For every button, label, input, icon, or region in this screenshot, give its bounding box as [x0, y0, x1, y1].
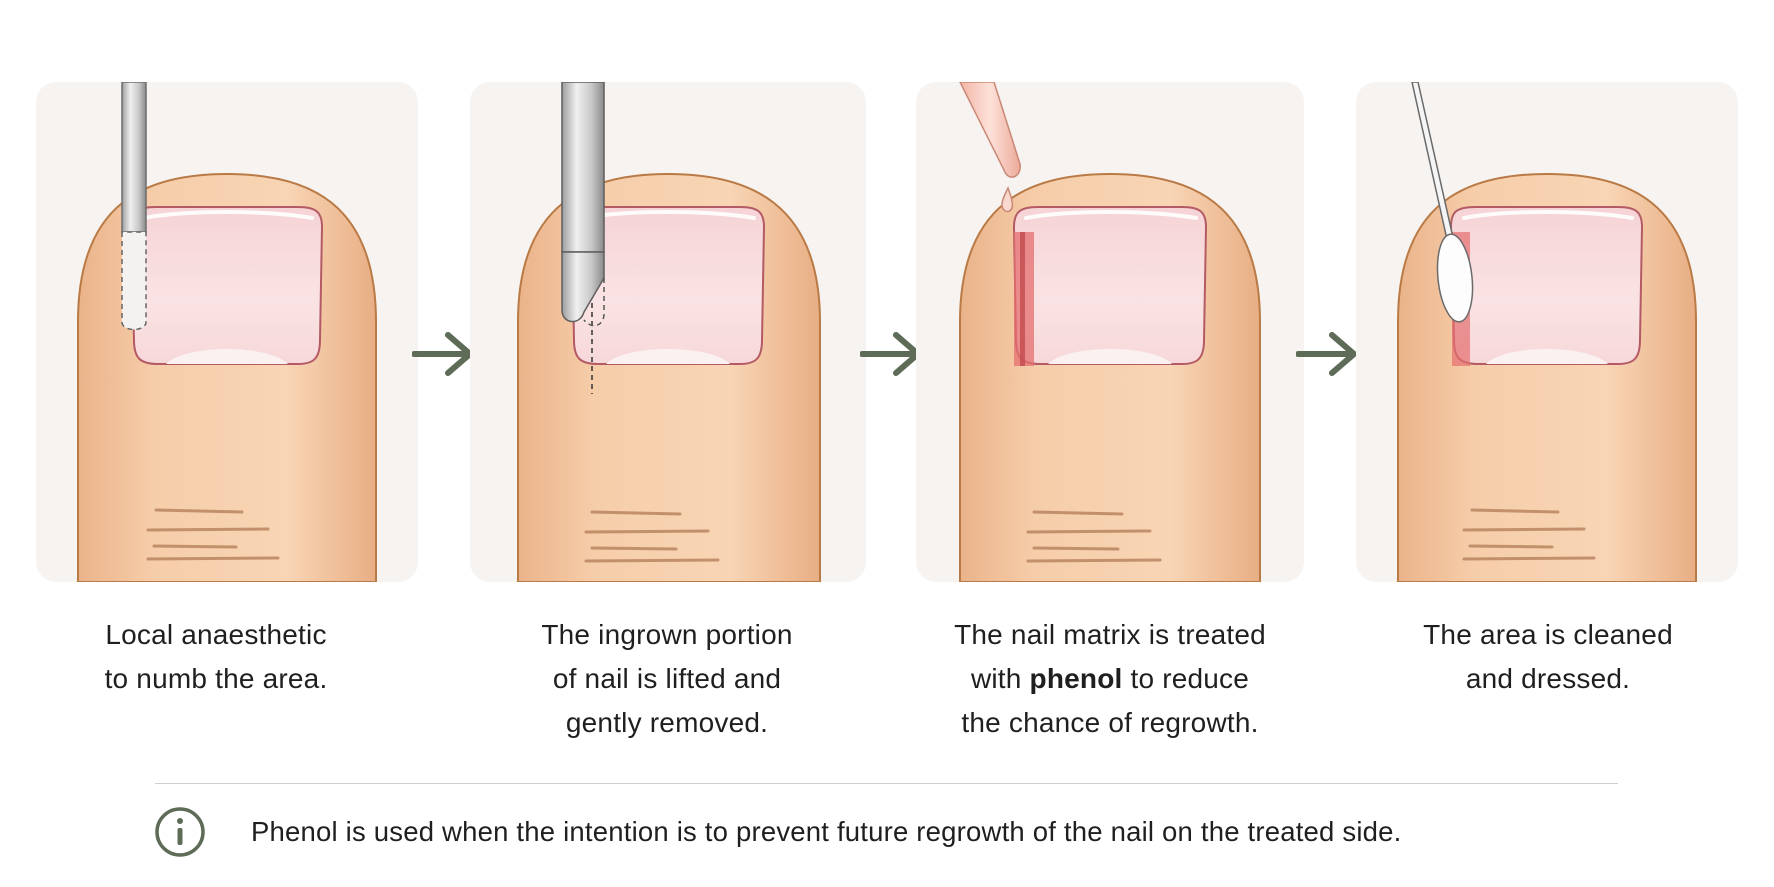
toe-illustration: [959, 172, 1261, 582]
step-3-panel: [916, 82, 1304, 582]
caption-line: with phenol to reduce: [912, 657, 1308, 701]
dropper-icon: [959, 82, 1021, 213]
needle-icon: [121, 82, 147, 331]
step-3-caption: The nail matrix is treated with phenol t…: [912, 613, 1308, 745]
arrow-right-icon: [411, 329, 476, 384]
step-4-caption: The area is cleaned and dressed.: [1378, 613, 1718, 701]
cotton-swab-icon: [1411, 82, 1474, 323]
toe-illustration: [1397, 172, 1697, 582]
arrow-right-icon: [1295, 329, 1360, 384]
caption-line: and dressed.: [1465, 663, 1631, 694]
caption-line: to numb the area.: [104, 663, 328, 694]
phenol-emphasis: phenol: [1029, 663, 1123, 694]
step-1-caption: Local anaesthetic to numb the area.: [46, 613, 386, 701]
info-icon: [153, 805, 207, 864]
toe-illustration: [77, 172, 377, 582]
step-2-caption: The ingrown portion of nail is lifted an…: [482, 613, 852, 745]
caption-line: of nail is lifted and: [552, 663, 782, 694]
caption-text: with: [970, 663, 1030, 694]
caption-line: The ingrown portion: [541, 619, 793, 650]
caption-line: gently removed.: [565, 707, 769, 738]
phenol-drop: [1001, 186, 1014, 213]
caption-text: to reduce: [1122, 663, 1250, 694]
step-4-panel: [1356, 82, 1738, 582]
footer-note: Phenol is used when the intention is to …: [251, 816, 1402, 847]
caption-line: The nail matrix is treated: [954, 619, 1266, 650]
arrow-right-icon: [859, 329, 924, 384]
caption-line: the chance of regrowth.: [961, 707, 1259, 738]
footer-divider: [155, 783, 1618, 784]
step-1-panel: [36, 82, 418, 582]
step-2-panel: [470, 82, 866, 582]
caption-line: The area is cleaned: [1423, 619, 1673, 650]
elevator-tool-icon: [561, 82, 605, 327]
caption-line: Local anaesthetic: [105, 619, 327, 650]
